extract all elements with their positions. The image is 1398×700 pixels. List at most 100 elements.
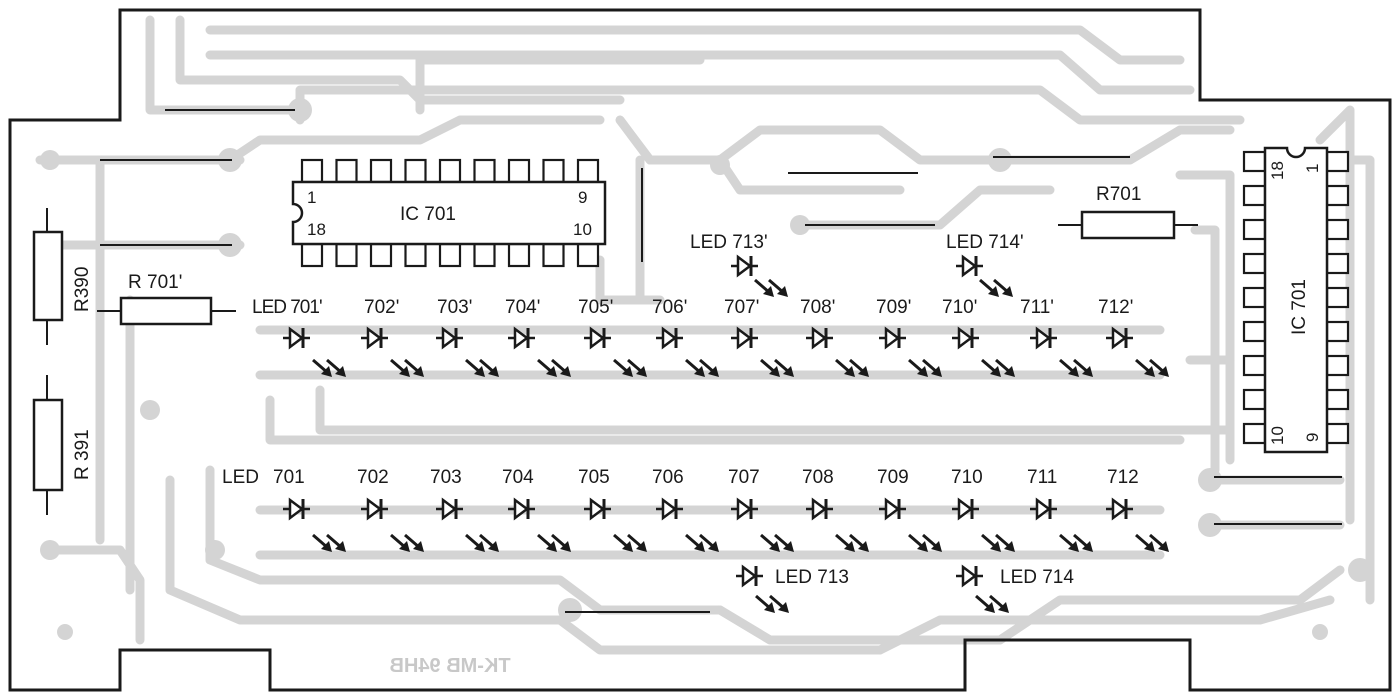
ic-pin-right bbox=[1325, 252, 1350, 275]
led-light-arrow bbox=[769, 594, 789, 613]
ic-701-vertical-pin1: 1 bbox=[1303, 164, 1322, 173]
arrow-head bbox=[413, 541, 424, 552]
arrow-head bbox=[844, 366, 855, 377]
ic-pin-right bbox=[1325, 354, 1350, 377]
arrow-head bbox=[399, 366, 410, 377]
arrow-head bbox=[694, 541, 705, 552]
ic-pin-bottom bbox=[438, 242, 462, 268]
led-triangle bbox=[1111, 497, 1128, 521]
led-row-bottom-labels: LED 701 702 703 704 705 706 707 708 709 … bbox=[222, 467, 1139, 488]
resistor-r701-prime-label: R 701' bbox=[128, 272, 182, 293]
led-713-prime-label: LED 713' bbox=[690, 232, 768, 253]
led-triangle bbox=[513, 326, 530, 350]
led-top-9-symbol bbox=[879, 326, 942, 377]
led-707-prime-label: 707' bbox=[724, 297, 759, 318]
led-bottom-8-symbol bbox=[806, 497, 869, 552]
led-triangle bbox=[513, 497, 530, 521]
led-light-arrow bbox=[326, 533, 346, 552]
led-light-arrow bbox=[1059, 358, 1079, 377]
arrow-head bbox=[769, 366, 780, 377]
led-triangle bbox=[441, 497, 458, 521]
arrow-head bbox=[858, 366, 869, 377]
arrow-head bbox=[998, 602, 1009, 613]
led-light-arrow bbox=[922, 533, 942, 552]
copper-traces bbox=[35, 15, 1375, 655]
led-light-arrow bbox=[989, 594, 1009, 613]
led-light-arrow bbox=[613, 358, 633, 377]
resistor-r701 bbox=[1058, 210, 1198, 240]
resistor-r391 bbox=[32, 375, 64, 515]
arrow-head bbox=[783, 366, 794, 377]
arrow-head bbox=[474, 541, 485, 552]
arrow-head bbox=[931, 541, 942, 552]
led-704-prime-label: 704' bbox=[505, 297, 540, 318]
ic-pin-top bbox=[576, 158, 600, 184]
led-triangle bbox=[366, 497, 383, 521]
led-light-arrow bbox=[404, 358, 424, 377]
ic-701-vertical-pin9: 9 bbox=[1303, 433, 1322, 442]
led-713-symbol bbox=[736, 564, 789, 613]
ic-pin-top bbox=[369, 158, 393, 184]
led-light-arrow bbox=[465, 533, 485, 552]
led-light-arrow bbox=[613, 533, 633, 552]
led-light-arrow bbox=[908, 533, 928, 552]
led-top-12-symbol bbox=[1106, 326, 1169, 377]
led-bottom-1-symbol bbox=[283, 497, 346, 552]
led-light-arrow bbox=[699, 533, 719, 552]
arrow-head bbox=[546, 366, 557, 377]
led-light-arrow bbox=[326, 358, 346, 377]
led-light-arrow bbox=[390, 358, 410, 377]
led-708-prime-label: 708' bbox=[800, 297, 835, 318]
arrow-head bbox=[488, 541, 499, 552]
led-top-4-symbol bbox=[508, 326, 571, 377]
led-707-label: 707 bbox=[728, 467, 760, 488]
led-triangle bbox=[589, 497, 606, 521]
led-row-top-labels: LED 701' 702' 703' 704' 705' 706' 707' 7… bbox=[252, 297, 1133, 318]
ic-pin-bottom bbox=[404, 242, 427, 268]
led-light-arrow bbox=[981, 533, 1001, 552]
led-708-label: 708 bbox=[802, 467, 834, 488]
led-712-prime-label: 712' bbox=[1098, 297, 1133, 318]
led-top-8-symbol bbox=[806, 326, 869, 377]
arrow-head bbox=[783, 541, 794, 552]
led-light-arrow bbox=[849, 358, 869, 377]
led-bottom-4-symbol bbox=[508, 497, 571, 552]
arrow-head bbox=[777, 286, 788, 297]
led-bottom-12-symbol bbox=[1106, 497, 1169, 552]
led-light-arrow bbox=[312, 533, 332, 552]
led-light-arrow bbox=[849, 533, 869, 552]
led-light-arrow bbox=[760, 358, 780, 377]
led-light-arrow bbox=[1135, 533, 1155, 552]
led-light-arrow bbox=[979, 278, 999, 297]
resistor-r390-label: R390 bbox=[72, 267, 93, 312]
arrow-head bbox=[636, 366, 647, 377]
led-triangle bbox=[884, 497, 901, 521]
ic-pin-right bbox=[1325, 388, 1350, 411]
led-top-7-symbol bbox=[731, 326, 794, 377]
ic-pin-bottom bbox=[507, 242, 531, 268]
led-713-prime-symbol bbox=[731, 254, 788, 297]
ic-pin-right bbox=[1325, 422, 1350, 445]
ic-pin-right bbox=[1325, 150, 1350, 173]
arrow-head bbox=[1158, 366, 1169, 377]
ic-701-vertical-ref: IC 701 bbox=[1289, 279, 1310, 335]
led-714-prime-label: LED 714' bbox=[946, 232, 1024, 253]
led-702-label: 702 bbox=[357, 467, 389, 488]
led-triangle bbox=[736, 497, 753, 521]
led-light-arrow bbox=[908, 358, 928, 377]
arrow-head bbox=[708, 541, 719, 552]
led-triangle bbox=[961, 254, 978, 278]
led-light-arrow bbox=[685, 533, 705, 552]
arrow-head bbox=[988, 286, 999, 297]
arrow-head bbox=[1004, 541, 1015, 552]
led-light-arrow bbox=[1059, 533, 1079, 552]
arrow-head bbox=[1158, 541, 1169, 552]
led-703-label: 703 bbox=[430, 467, 462, 488]
ic-701-horizontal-pin10: 10 bbox=[573, 220, 592, 239]
led-709-prime-label: 709' bbox=[876, 297, 911, 318]
led-light-arrow bbox=[754, 278, 774, 297]
arrow-head bbox=[560, 541, 571, 552]
led-light-arrow bbox=[922, 358, 942, 377]
led-light-arrow bbox=[699, 358, 719, 377]
arrow-head bbox=[321, 366, 332, 377]
